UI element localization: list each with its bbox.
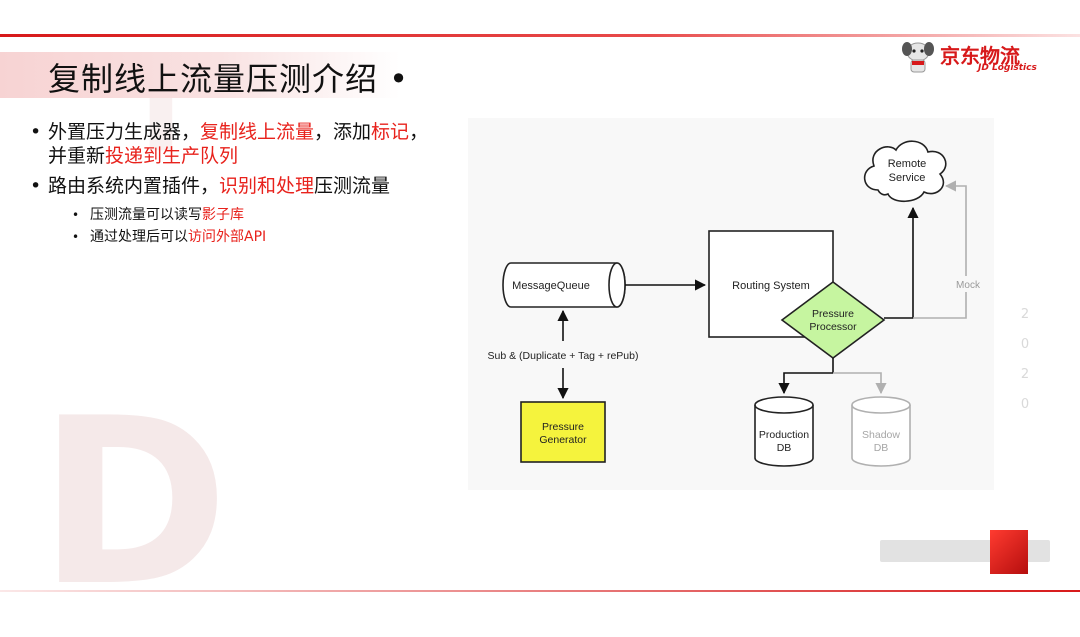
bullet-list: 外置压力生成器，复制线上流量，添加标记， 并重新投递到生产队列 路由系统内置插件… <box>30 120 470 248</box>
mock-label-bg <box>950 276 984 292</box>
shadow-db-label-line1: Shadow <box>862 429 900 441</box>
bullet-text: 压测流量可以读写 <box>90 207 202 223</box>
pressure-generator-node: Pressure Generator <box>520 401 606 463</box>
bullet-highlight: 投递到生产队列 <box>105 145 239 167</box>
title-band <box>0 52 400 98</box>
shadow-db-label-line2: DB <box>874 442 889 454</box>
bullet-item-2: 路由系统内置插件，识别和处理压测流量 <box>30 174 470 198</box>
year-vertical: 2 0 2 0 <box>1018 300 1032 420</box>
diagram-canvas: MessageQueue Routing System Remote Servi… <box>488 140 984 467</box>
logo-text-cn: 京东物流 <box>940 44 1020 68</box>
pressure-generator-label-line1: Pressure <box>542 421 584 433</box>
bullet-text: 压测流量 <box>314 175 391 197</box>
pressure-processor-label-line2: Processor <box>809 321 857 333</box>
mock-label: Mock <box>956 280 981 291</box>
architecture-diagram: MessageQueue Routing System Remote Servi… <box>468 118 994 490</box>
year-digit: 2 <box>1020 307 1030 322</box>
message-queue-label: MessageQueue <box>512 280 590 292</box>
header-divider <box>0 34 1080 37</box>
pressure-generator-label-line2: Generator <box>539 434 587 446</box>
bullet-highlight: 标记 <box>371 121 410 143</box>
background-letter-d: D <box>38 370 229 637</box>
edge-processor-to-production-db <box>778 372 833 395</box>
message-queue-node: MessageQueue <box>502 262 626 308</box>
edge-processor-to-shadow-db <box>833 372 887 395</box>
bullet-text: 路由系统内置插件， <box>48 175 220 197</box>
year-digit: 0 <box>1020 397 1030 412</box>
pressure-processor-node: Pressure Processor <box>780 281 886 359</box>
dog-mascot-icon <box>902 42 934 73</box>
bullet-highlight: 复制线上流量 <box>200 121 315 143</box>
corner-decoration-red <box>990 530 1028 574</box>
edge-mock-to-remote <box>913 180 967 319</box>
bullet-item-1: 外置压力生成器，复制线上流量，添加标记， 并重新投递到生产队列 <box>30 120 470 168</box>
bullet-text: ， <box>409 121 429 143</box>
bullet-highlight: 影子库 <box>202 207 244 223</box>
bullet-text: ，添加 <box>314 121 372 143</box>
sub-duplicate-label: Sub & (Duplicate + Tag + rePub) <box>488 350 639 362</box>
bullet-text: 通过处理后可以 <box>90 229 188 245</box>
sub-bullet-2: 通过处理后可以访问外部API <box>72 226 470 248</box>
sub-bullet-1: 压测流量可以读写影子库 <box>72 204 470 226</box>
slide-title: 复制线上流量压测介绍 • <box>48 60 410 98</box>
jd-logistics-logo: 京东物流 JD Logistics <box>898 40 1038 76</box>
production-db-label-line1: Production <box>759 429 809 441</box>
edge-processor-to-remote <box>884 206 919 319</box>
remote-service-label-line1: Remote <box>888 158 927 170</box>
production-db-node: Production DB <box>754 396 814 467</box>
production-db-label-line2: DB <box>777 442 792 454</box>
logo-text-en: JD Logistics <box>978 63 1037 73</box>
bullet-text: 并重新 <box>48 145 106 167</box>
bullet-highlight: 识别和处理 <box>219 175 315 197</box>
remote-service-label-line2: Service <box>889 172 926 184</box>
bullet-text: 外置压力生成器， <box>48 121 201 143</box>
pressure-processor-label-line1: Pressure <box>812 308 854 320</box>
footer-divider <box>0 590 1080 592</box>
bullet-highlight: 访问外部API <box>188 229 267 245</box>
year-digit: 0 <box>1020 337 1030 352</box>
shadow-db-node: Shadow DB <box>851 396 911 467</box>
year-digit: 2 <box>1020 367 1030 382</box>
routing-system-label: Routing System <box>732 280 810 292</box>
remote-service-node: Remote Service <box>863 140 947 203</box>
